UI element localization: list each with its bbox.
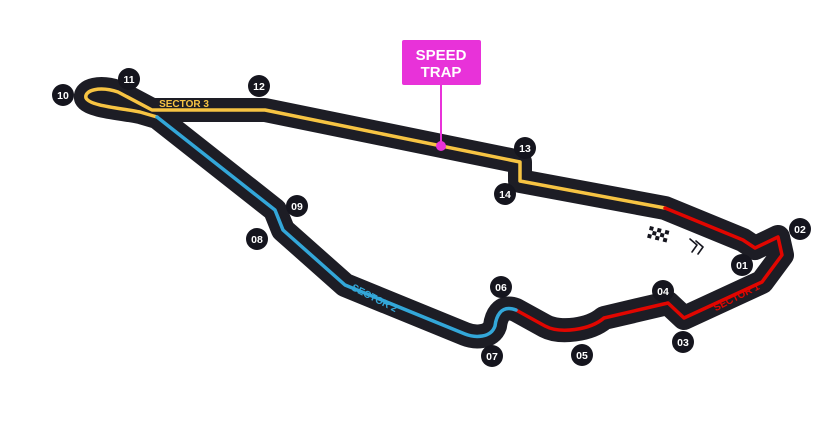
sector3-label: SECTOR 3 xyxy=(159,99,209,110)
turn-07: 07 xyxy=(481,345,503,367)
turn-14-label: 14 xyxy=(499,189,511,201)
turn-05-label: 05 xyxy=(576,350,588,362)
turn-11-label: 11 xyxy=(123,74,134,86)
turn-05: 05 xyxy=(571,344,593,366)
turn-06-label: 06 xyxy=(495,282,507,294)
turn-01: 01 xyxy=(731,254,753,276)
turn-10: 10 xyxy=(52,84,74,106)
turn-14: 14 xyxy=(494,183,516,205)
turn-09-label: 09 xyxy=(291,201,303,213)
turn-03: 03 xyxy=(672,331,694,353)
chequered-flag-icon xyxy=(647,226,670,243)
sector3-path xyxy=(84,87,667,210)
turn-13: 13 xyxy=(514,137,536,159)
speed-trap-label-line2: TRAP xyxy=(421,64,462,81)
turn-12-label: 12 xyxy=(253,81,265,93)
speed-trap-label-line1: SPEED xyxy=(416,47,467,64)
turn-09: 09 xyxy=(286,195,308,217)
turn-08: 08 xyxy=(246,228,268,250)
turn-04: 04 xyxy=(652,280,674,302)
sector1-path xyxy=(514,206,784,332)
turn-06: 06 xyxy=(490,276,512,298)
speed-trap-dot xyxy=(436,141,446,151)
turn-04-label: 04 xyxy=(657,286,669,298)
turn-01-label: 01 xyxy=(736,260,748,272)
speed-trap-badge xyxy=(402,40,481,85)
turn-10-label: 10 xyxy=(57,90,69,102)
turn-07-label: 07 xyxy=(486,351,498,363)
turn-08-label: 08 xyxy=(251,234,263,246)
turn-12: 12 xyxy=(248,75,270,97)
direction-chevrons-icon xyxy=(689,238,704,255)
turn-02-label: 02 xyxy=(794,224,806,236)
sector2-path xyxy=(155,115,518,339)
turn-03-label: 03 xyxy=(677,337,689,349)
turn-02: 02 xyxy=(789,218,811,240)
turn-13-label: 13 xyxy=(519,143,531,155)
turn-11: 11 xyxy=(118,68,140,90)
